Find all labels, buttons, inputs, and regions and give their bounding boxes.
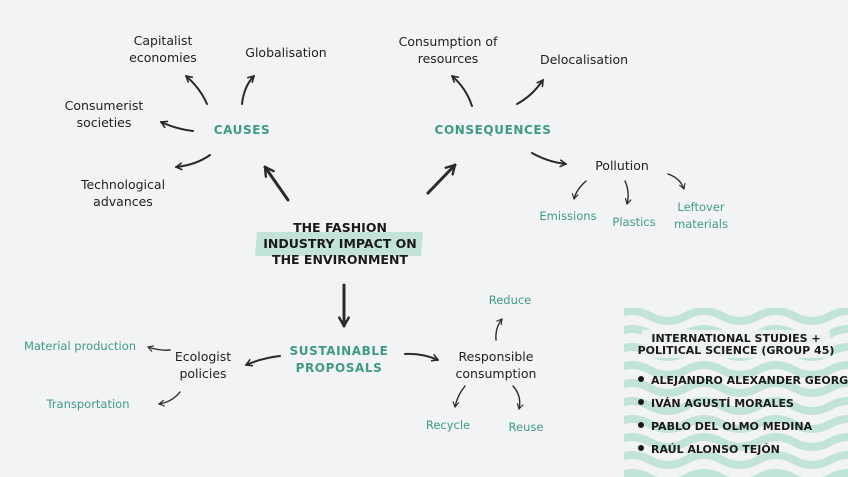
author-name: IVÁN AGUSTÍ MORALES	[651, 397, 794, 410]
bullet-icon	[638, 422, 644, 428]
author-name: RAÚL ALONSO TEJÓN	[651, 443, 780, 456]
bullet-icon	[638, 376, 644, 382]
author-item: ALEJANDRO ALEXANDER GEORGIEV	[638, 374, 848, 397]
bullet-icon	[638, 445, 644, 451]
cause-technological: Technological advances	[80, 177, 166, 209]
arrow-material	[147, 345, 171, 352]
author-name: ALEJANDRO ALEXANDER GEORGIEV	[651, 374, 848, 387]
ecologist-transportation: Transportation	[46, 397, 130, 411]
arrow-resources	[451, 75, 473, 107]
ecologist-policies: Ecologist policies	[174, 349, 232, 381]
arrow-technological	[175, 154, 211, 171]
arrow-reduce	[495, 318, 503, 341]
arrow-pollution	[531, 152, 567, 168]
causes-header: CAUSES	[213, 123, 271, 137]
arrow-globalisation	[241, 75, 255, 105]
responsible-reduce: Reduce	[488, 293, 532, 307]
ecologist-material-production: Material production	[23, 339, 137, 353]
arrow-recycle	[452, 385, 466, 408]
pollution-plastics: Plastics	[612, 215, 656, 229]
arrow-transportation	[158, 391, 181, 407]
consequences-header: CONSEQUENCES	[434, 123, 552, 137]
author-name: PABLO DEL OLMO MEDINA	[651, 420, 813, 433]
arrow-emissions	[571, 180, 587, 200]
pollution-emissions: Emissions	[539, 209, 597, 223]
arrow-to-causes	[263, 165, 290, 202]
consequence-delocalisation: Delocalisation	[539, 52, 629, 67]
arrow-capitalist	[185, 75, 208, 105]
arrow-delocalisation	[516, 79, 544, 105]
responsible-reuse: Reuse	[508, 420, 544, 434]
responsible-recycle: Recycle	[425, 418, 471, 432]
arrow-ecologist	[245, 355, 281, 367]
authors-list: ALEJANDRO ALEXANDER GEORGIEV IVÁN AGUSTÍ…	[638, 374, 848, 466]
center-title: THE FASHION INDUSTRY IMPACT ON THE ENVIR…	[263, 220, 417, 267]
authors-title: INTERNATIONAL STUDIES + POLITICAL SCIENC…	[637, 332, 835, 357]
cause-capitalist: Capitalist economies	[129, 33, 197, 65]
arrow-to-consequences	[426, 163, 457, 195]
arrow-leftover	[667, 173, 686, 190]
author-item: PABLO DEL OLMO MEDINA	[638, 420, 848, 443]
authors-panel: INTERNATIONAL STUDIES + POLITICAL SCIENC…	[624, 308, 848, 477]
arrow-plastics	[624, 180, 632, 205]
wave-pattern	[624, 308, 848, 477]
author-item: RAÚL ALONSO TEJÓN	[638, 443, 848, 466]
proposals-header: SUSTAINABLE PROPOSALS	[289, 344, 389, 375]
pollution-leftover: Leftover materials	[674, 200, 728, 231]
arrow-consumerist	[160, 120, 194, 132]
author-item: IVÁN AGUSTÍ MORALES	[638, 397, 848, 420]
consequence-pollution: Pollution	[595, 158, 649, 173]
responsible-consumption: Responsible consumption	[455, 349, 537, 381]
cause-globalisation: Globalisation	[245, 45, 327, 60]
arrow-responsible	[404, 352, 439, 362]
bullet-icon	[638, 399, 644, 405]
consequence-resources: Consumption of resources	[398, 34, 498, 66]
cause-consumerist: Consumerist societies	[64, 98, 144, 130]
arrow-reuse	[512, 385, 524, 410]
